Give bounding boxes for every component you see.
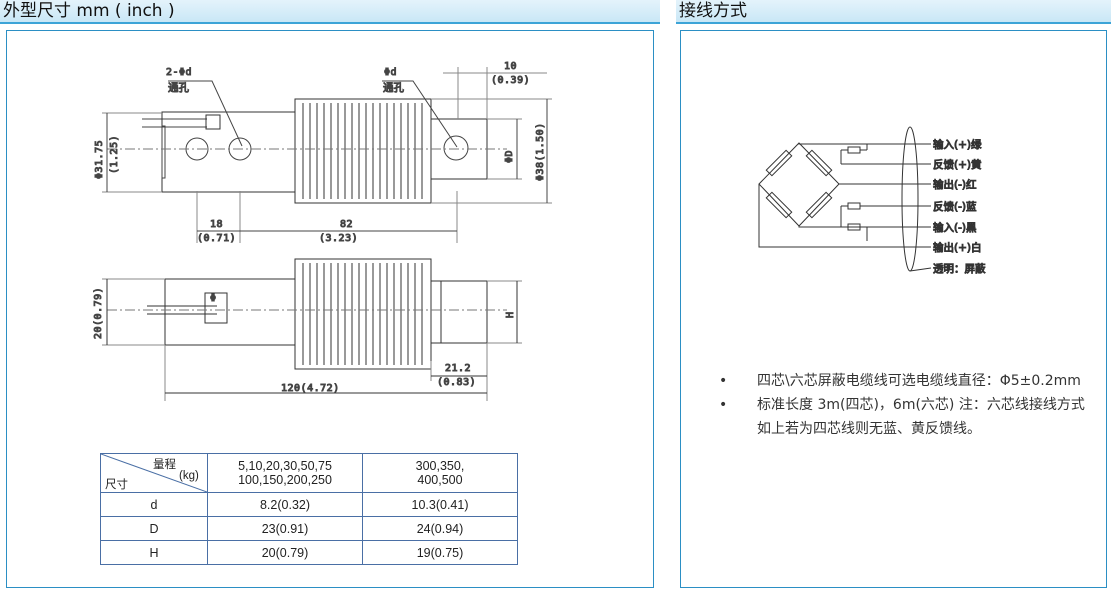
wire-label: 输出(+)白 <box>933 241 982 254</box>
table-header-col2: 300,350, 400,500 <box>362 453 518 493</box>
top-view <box>102 67 552 243</box>
dim-H: H <box>505 311 516 318</box>
row-value: 10.3(0.41) <box>362 492 518 517</box>
dim-31-75-inch: (1.25) <box>109 135 120 174</box>
note-item: • 标准长度 3m(四芯)，6m(六芯) 注：六芯线接线方式如上若为四芯线则无蓝… <box>719 393 1094 441</box>
dimension-drawing: 2-Φd 通孔 Φd 通孔 10 (0.39) Φ31.75 (1.25) ΦD… <box>93 61 552 401</box>
dim-82: 82 <box>340 219 353 230</box>
note-bullet: • <box>719 373 728 389</box>
phi-mark: Φ <box>210 293 217 304</box>
hole2-label-top: Φd <box>384 67 397 78</box>
wiring-body: 输入(+)绿 反馈(+)黄 输出(-)红 反馈(-)蓝 输入(-)黑 输出(+)… <box>680 30 1107 588</box>
dim-10: 10 <box>504 61 517 72</box>
dim-10-inch: (0.39) <box>491 75 530 86</box>
wire-label: 反馈(+)黄 <box>933 158 982 171</box>
wire-label: 透明：屏蔽 <box>933 263 986 275</box>
row-value: 19(0.75) <box>362 540 518 565</box>
spec-table: 量程 (kg) 尺寸 5,10,20,30,50,75 100,150,200,… <box>100 453 518 565</box>
wire-label: 输入(-)黑 <box>933 221 976 234</box>
wiring-header: 接线方式 <box>676 0 1111 24</box>
table-row: d 8.2(0.32) 10.3(0.41) <box>100 492 518 517</box>
note-bullet: • <box>719 397 728 413</box>
bellows-side <box>294 258 432 370</box>
table-header-row: 量程 (kg) 尺寸 5,10,20,30,50,75 100,150,200,… <box>100 453 518 493</box>
row-label: D <box>100 516 208 541</box>
wiring-panel: 接线方式 <box>676 0 1111 594</box>
wiring-notes: • 四芯\六芯屏蔽电缆线可选电缆线直径：Φ5±0.2mm • 标准长度 3m(四… <box>719 369 1094 441</box>
bellows-top <box>294 98 432 204</box>
dim-38: Φ38(1.50) <box>535 122 546 181</box>
dimensions-header: 外型尺寸 mm ( inch ) <box>0 0 660 24</box>
corner-unit-label: (kg) <box>179 470 199 482</box>
dim-20: 20(0.79) <box>93 287 104 339</box>
note-text: 标准长度 3m(四芯)，6m(六芯) 注：六芯线接线方式如上若为四芯线则无蓝、黄… <box>757 397 1085 437</box>
row-label: H <box>100 540 208 565</box>
bridge-circuit <box>758 142 840 227</box>
dim-18-inch: (0.71) <box>197 233 236 244</box>
corner-range-label: 量程 <box>153 459 176 471</box>
dim-D: ΦD <box>504 150 515 163</box>
dim-31-75: Φ31.75 <box>94 140 105 179</box>
load-hole <box>443 135 469 161</box>
dim-18: 18 <box>210 219 223 230</box>
wiring-diagram: 输入(+)绿 反馈(+)黄 输出(-)红 反馈(-)蓝 输入(-)黑 输出(+)… <box>758 126 987 276</box>
row-label: d <box>100 492 208 517</box>
dimensions-body: 2-Φd 通孔 Φd 通孔 10 (0.39) Φ31.75 (1.25) ΦD… <box>6 30 654 588</box>
side-view <box>102 258 522 401</box>
table-header-col1: 5,10,20,30,50,75 100,150,200,250 <box>207 453 363 493</box>
row-value: 20(0.79) <box>207 540 363 565</box>
table-corner-cell: 量程 (kg) 尺寸 <box>100 453 208 493</box>
hole2-label-bottom: 通孔 <box>383 81 404 94</box>
note-item: • 四芯\六芯屏蔽电缆线可选电缆线直径：Φ5±0.2mm <box>719 369 1094 393</box>
dim-21-2-inch: (0.83) <box>437 377 476 388</box>
hole-label-top: 2-Φd <box>166 67 192 78</box>
note-text: 四芯\六芯屏蔽电缆线可选电缆线直径：Φ5±0.2mm <box>757 373 1081 389</box>
hole-label-bottom: 通孔 <box>168 81 189 94</box>
dimensions-panel: 外型尺寸 mm ( inch ) <box>0 0 660 588</box>
wire-label: 输出(-)红 <box>933 178 977 191</box>
wire-label: 反馈(-)蓝 <box>933 200 977 213</box>
wire-labels: 输入(+)绿 反馈(+)黄 输出(-)红 反馈(-)蓝 输入(-)黑 输出(+)… <box>933 138 987 276</box>
row-value: 8.2(0.32) <box>207 492 363 517</box>
corner-diagonal <box>101 454 207 492</box>
dim-120: 120(4.72) <box>281 383 340 394</box>
table-row: H 20(0.79) 19(0.75) <box>100 540 518 565</box>
row-value: 23(0.91) <box>207 516 363 541</box>
wire-label: 输入(+)绿 <box>933 138 982 151</box>
dim-21-2: 21.2 <box>445 363 471 374</box>
dim-82-inch: (3.23) <box>319 233 358 244</box>
row-value: 24(0.94) <box>362 516 518 541</box>
table-row: D 23(0.91) 24(0.94) <box>100 516 518 541</box>
corner-size-label: 尺寸 <box>105 479 128 491</box>
wires <box>758 126 932 272</box>
